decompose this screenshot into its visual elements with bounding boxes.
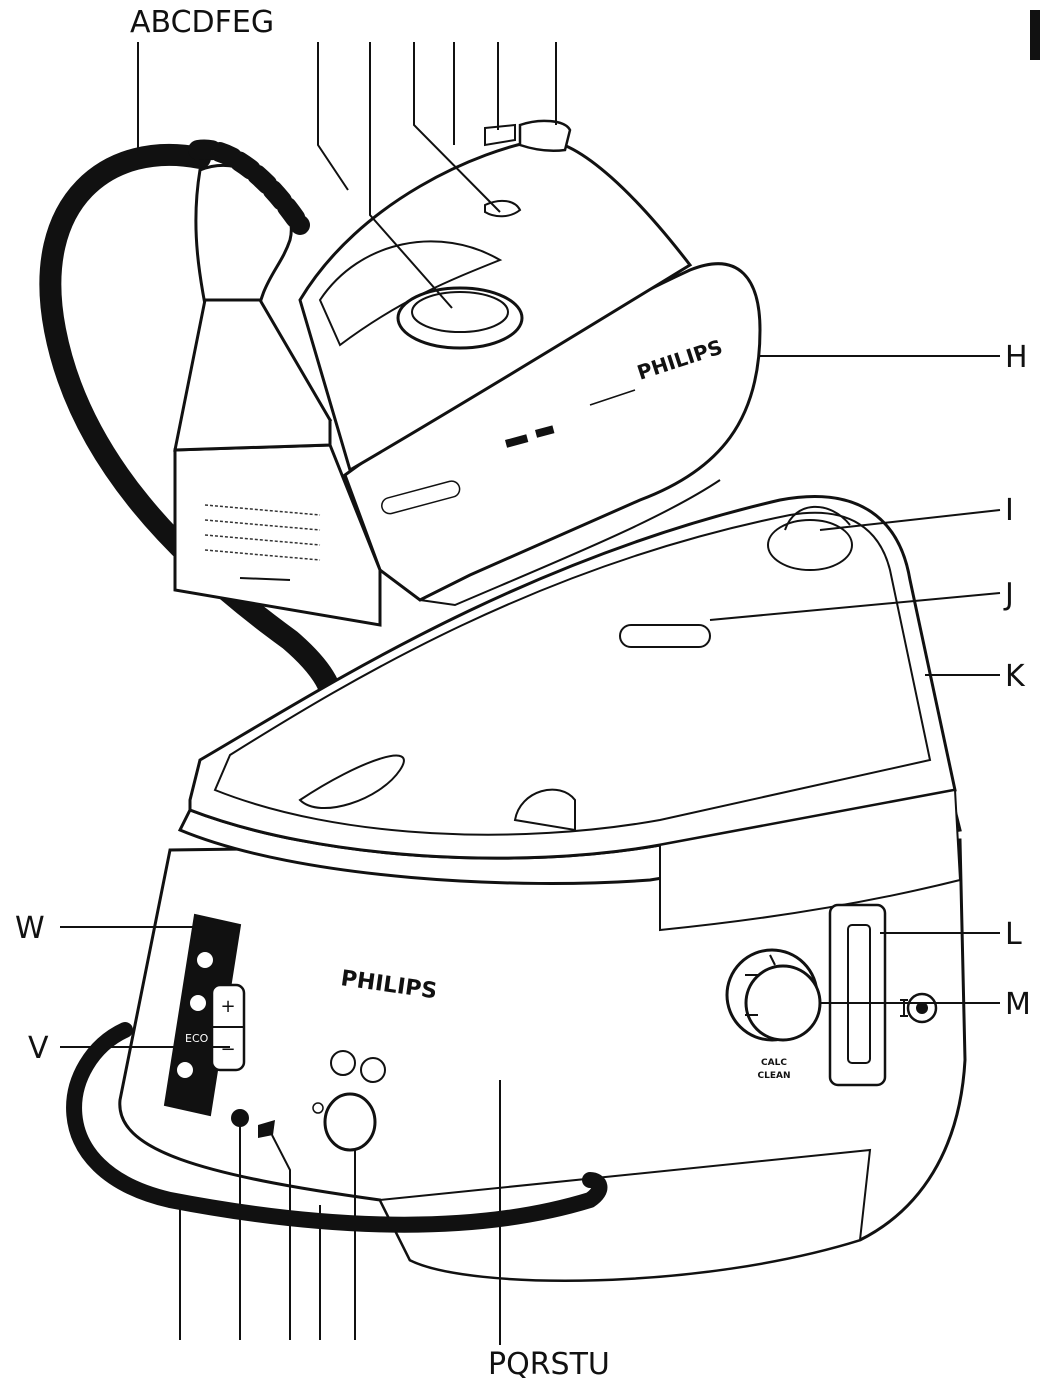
calc-clean-label-line2: CLEAN	[758, 1071, 791, 1081]
base-station: CALC CLEAN PHILIPS ECO + −	[118, 495, 967, 1282]
platform-right-ridge	[513, 788, 576, 832]
callout-j: J	[1003, 577, 1014, 612]
iron-platform	[188, 495, 957, 860]
handle-opening	[318, 240, 503, 347]
callout-w: W	[15, 911, 45, 946]
supply-hose-lower	[66, 1022, 608, 1233]
hose-grip	[188, 139, 310, 235]
platform-inner-tray	[213, 511, 932, 836]
callout-pqrstu: PQRSTU	[488, 1347, 610, 1382]
language-tab-marker	[1030, 10, 1040, 60]
temperature-indicator-lights	[175, 950, 215, 1080]
power-symbol-icon	[312, 1102, 324, 1114]
minus-button-label[interactable]: −	[220, 1039, 235, 1060]
ready-light-icon	[231, 1109, 249, 1127]
steam-mode-icons	[330, 1050, 386, 1083]
water-tank	[659, 788, 962, 932]
iron: PHILIPS	[173, 119, 762, 627]
callout-abcdfeg: ABCDFEG	[130, 5, 274, 40]
callout-v: V	[28, 1031, 49, 1066]
base-station-lower-shell	[378, 1148, 872, 1282]
callout-i: I	[1005, 493, 1014, 528]
platform-rear-ridge	[298, 754, 405, 809]
on-off-switch[interactable]	[323, 1092, 377, 1152]
leader-lines	[60, 42, 1001, 1345]
plus-button-label[interactable]: +	[220, 996, 235, 1017]
calc-clean-knob[interactable]	[725, 948, 822, 1042]
callout-l: L	[1005, 917, 1022, 952]
fabric-table	[204, 504, 321, 581]
temperature-adjust-buttons[interactable]	[210, 983, 246, 1072]
temperature-dial[interactable]	[396, 286, 524, 350]
callout-m: M	[1005, 987, 1031, 1022]
shot-of-steam-button[interactable]	[484, 123, 516, 147]
eco-label: ECO	[185, 1032, 209, 1045]
steam-lock-slider[interactable]	[518, 119, 572, 153]
hose-outlet	[767, 519, 853, 571]
callout-k: K	[1005, 659, 1026, 694]
callout-h: H	[1005, 340, 1028, 375]
iron-symbols	[381, 389, 636, 515]
platform-slot	[619, 624, 711, 648]
water-tank-light-icon	[258, 1120, 275, 1138]
calc-clean-label-line1: CALC	[761, 1058, 787, 1068]
